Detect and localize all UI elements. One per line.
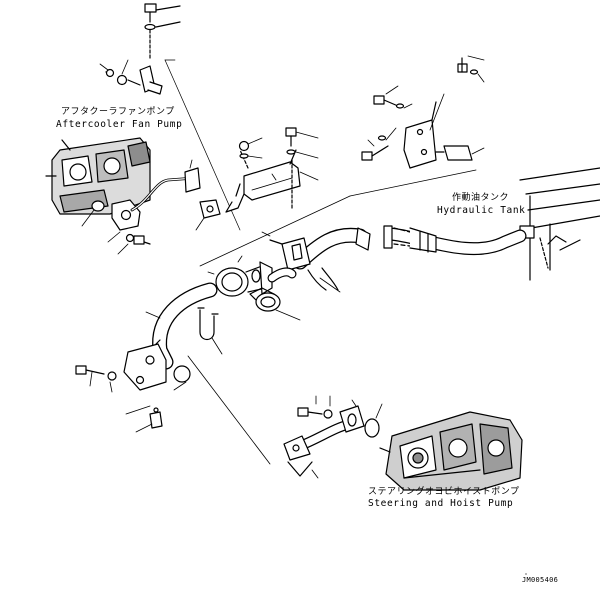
washer bbox=[144, 23, 156, 31]
bolt-head bbox=[285, 127, 297, 137]
hydraulic-tank-label-en: Hydraulic Tank bbox=[437, 205, 526, 216]
leader-line bbox=[199, 195, 351, 267]
leader-line bbox=[155, 21, 181, 28]
pipe-coupling bbox=[207, 255, 273, 297]
washer bbox=[469, 69, 479, 75]
suction-pipe-right bbox=[292, 227, 371, 293]
o-ring bbox=[91, 200, 105, 212]
nut bbox=[125, 233, 135, 243]
washer bbox=[395, 103, 405, 109]
aftercooler-fan-pump bbox=[45, 137, 151, 227]
square-flange-block bbox=[261, 231, 311, 271]
nut bbox=[238, 140, 250, 152]
o-ring bbox=[173, 365, 191, 383]
bolt-head bbox=[373, 95, 385, 105]
washer bbox=[377, 135, 387, 141]
bolt-head bbox=[361, 151, 373, 161]
bolt-head bbox=[75, 365, 87, 375]
suction-block-fasteners bbox=[75, 365, 163, 433]
bottom-fasteners bbox=[297, 395, 383, 438]
right-bracket-fasteners bbox=[361, 55, 485, 161]
bolt-head bbox=[144, 3, 157, 13]
pipe-elbow-small bbox=[249, 267, 301, 321]
hydraulic-tank bbox=[519, 167, 600, 281]
tube-clip bbox=[195, 199, 221, 231]
hydraulic-tank-label-jp: 作動油タンク bbox=[452, 193, 510, 203]
washer bbox=[107, 371, 117, 381]
leader-line bbox=[187, 355, 271, 465]
pump-suction-elbow bbox=[283, 399, 365, 479]
steering-hoist-pump-label-jp: ステアリングオヨビホイストポンプ bbox=[368, 487, 520, 497]
o-ring bbox=[364, 418, 380, 438]
steering-hoist-pump-label-en: Steering and Hoist Pump bbox=[368, 498, 514, 509]
washer bbox=[323, 409, 333, 419]
mounting-bracket-center bbox=[225, 149, 301, 213]
steering-and-hoist-pump bbox=[379, 411, 523, 491]
u-bolt-clamp bbox=[197, 307, 223, 355]
aftercooler-fan-pump-label-jp: アフタクーラファンポンプ bbox=[61, 107, 175, 117]
hose-clip-assembly bbox=[99, 59, 163, 95]
washer bbox=[286, 149, 296, 155]
top-bolt-assembly bbox=[144, 3, 241, 231]
suction-hose-to-tank bbox=[383, 225, 527, 256]
bracket-fasteners bbox=[238, 127, 319, 181]
suction-block-left bbox=[123, 339, 191, 391]
aftercooler-delivery-tube bbox=[130, 159, 201, 212]
nut bbox=[116, 74, 128, 86]
leader-line bbox=[155, 5, 181, 11]
mounting-bracket-right bbox=[403, 93, 485, 169]
pump-flange-and-bolt bbox=[107, 199, 151, 255]
aftercooler-fan-pump-label-en: Aftercooler Fan Pump bbox=[56, 119, 183, 130]
drawing-number: JM005406 bbox=[522, 576, 559, 584]
bolt-head bbox=[297, 407, 309, 417]
washer bbox=[239, 153, 249, 159]
